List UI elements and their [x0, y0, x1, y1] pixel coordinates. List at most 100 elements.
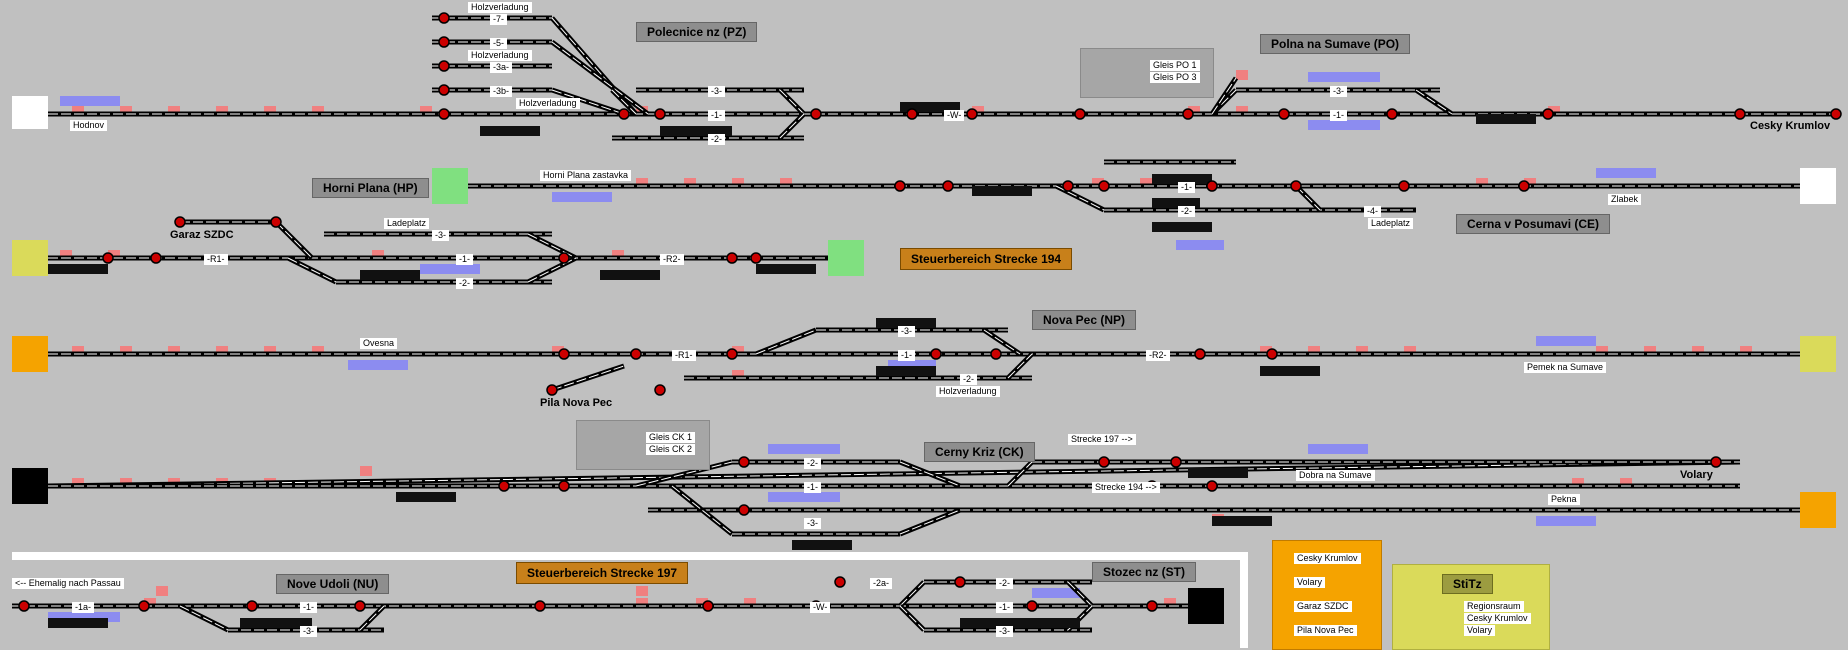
occupied-marker: [1644, 346, 1656, 356]
occupied-marker: [972, 106, 984, 116]
gleis-po-1[interactable]: Gleis PO 1: [1150, 60, 1200, 71]
label-strecke-197-arrow[interactable]: Strecke 197 -->: [1068, 434, 1136, 445]
town-garaz-szdc[interactable]: Garaz SZDC: [170, 229, 234, 241]
mark-np-r2: -R2-: [1146, 350, 1170, 361]
route-block: [1188, 468, 1248, 478]
signal-icon: [654, 384, 666, 396]
section-strecke-197: Steuerbereich Strecke 197: [516, 562, 689, 584]
occupied-marker: [264, 346, 276, 356]
track-segment: [551, 363, 625, 393]
track-segment-inner: [179, 605, 229, 631]
signal-icon: [738, 456, 750, 468]
endpoint-stozec-black[interactable]: [1188, 588, 1224, 624]
mark-st-w: -W-: [810, 602, 831, 613]
station-stozec[interactable]: Stozec nz (ST): [1092, 562, 1197, 582]
gleis-ck-1[interactable]: Gleis CK 1: [646, 432, 696, 443]
occupied-marker: [72, 346, 84, 356]
endpoint-horni-plana-green[interactable]: [432, 168, 468, 204]
platform: [1308, 120, 1380, 130]
signal-icon: [1194, 348, 1206, 360]
mark-nu-3: -3-: [300, 626, 317, 637]
panel-item-cesky-krumlov[interactable]: Cesky Krumlov: [1294, 553, 1361, 564]
occupied-marker: [636, 598, 648, 608]
occupied-marker: [744, 598, 756, 608]
signal-icon: [1710, 456, 1722, 468]
route-block: [360, 270, 420, 280]
occupied-marker: [72, 106, 84, 116]
occupied-marker: [360, 466, 372, 476]
label-ladeplatz-1: Ladeplatz: [384, 218, 430, 229]
endpoint-garaz-yellow[interactable]: [12, 240, 48, 276]
platform: [60, 96, 120, 106]
panel-item-garaz[interactable]: Garaz SZDC: [1294, 601, 1352, 612]
mark-hp-3: -3-: [432, 230, 449, 241]
occupied-marker: [1740, 346, 1752, 356]
signal-icon: [558, 252, 570, 264]
route-block: [1212, 516, 1272, 526]
mark-ce-2: -2-: [1178, 206, 1195, 217]
mark-ck-2: -2-: [804, 458, 821, 469]
signal-icon: [654, 108, 666, 120]
occupied-marker: [144, 598, 156, 608]
occupied-marker: [60, 250, 72, 260]
mark-np-2: -2-: [960, 374, 977, 385]
endpoint-cerny-black[interactable]: [12, 468, 48, 504]
gleis-ck-2[interactable]: Gleis CK 2: [646, 444, 696, 455]
route-block: [48, 618, 108, 628]
station-polecnice[interactable]: Polecnice nz (PZ): [636, 22, 758, 42]
mark-ce-4: -4-: [1364, 206, 1381, 217]
town-cesky-krumlov[interactable]: Cesky Krumlov: [1750, 120, 1831, 132]
stitz-item-cesky-krumlov[interactable]: Cesky Krumlov: [1464, 613, 1531, 624]
track-segment-inner: [1067, 581, 1093, 607]
occupied-marker: [72, 478, 84, 488]
label-strecke-194-arrow[interactable]: Strecke 194 -->: [1092, 482, 1160, 493]
signal-icon: [630, 348, 642, 360]
label-holzverladung-2: Holzverladung: [468, 50, 532, 61]
signal-icon: [1734, 108, 1746, 120]
signal-icon: [1146, 600, 1158, 612]
station-horni-plana[interactable]: Horni Plana (HP): [312, 178, 429, 198]
stitz-item-volary[interactable]: Volary: [1464, 625, 1496, 636]
signal-icon: [1398, 180, 1410, 192]
route-block: [756, 264, 816, 274]
panel-item-volary[interactable]: Volary: [1294, 577, 1326, 588]
mark-5: -5-: [490, 38, 507, 49]
signal-icon: [246, 600, 258, 612]
mark-hp-r1: -R1-: [204, 254, 228, 265]
station-polna[interactable]: Polna na Sumave (PO): [1260, 34, 1411, 54]
station-nove-udoli[interactable]: Nove Udoli (NU): [276, 574, 390, 594]
town-pila-nova-pec[interactable]: Pila Nova Pec: [540, 397, 613, 409]
stitz-item-regionsraum[interactable]: Regionsraum: [1464, 601, 1524, 612]
mark-st-1: -1-: [996, 602, 1013, 613]
occupied-marker: [684, 178, 696, 188]
endpoint-pemek-yellow[interactable]: [1800, 336, 1836, 372]
endpoint-pekna-orange[interactable]: [1800, 492, 1836, 528]
signal-icon: [942, 180, 954, 192]
occupied-marker: [168, 106, 180, 116]
occupied-marker: [1236, 70, 1248, 80]
endpoint-ovesna-orange[interactable]: [12, 336, 48, 372]
label-holzverladung-3: Holzverladung: [516, 98, 580, 109]
occupied-marker: [780, 178, 792, 188]
mark-pz-3: -3-: [708, 86, 725, 97]
endpoint-strecke194-green[interactable]: [828, 240, 864, 276]
gleis-po-3[interactable]: Gleis PO 3: [1150, 72, 1200, 83]
signal-icon: [1098, 180, 1110, 192]
signal-icon: [1290, 180, 1302, 192]
signal-icon: [738, 504, 750, 516]
track-segment-inner: [359, 605, 385, 631]
occupied-marker: [216, 106, 228, 116]
station-cerny-kriz[interactable]: Cerny Kriz (CK): [924, 442, 1035, 462]
panel-item-pila[interactable]: Pila Nova Pec: [1294, 625, 1357, 636]
endpoint-cesky-krumlov-top[interactable]: [1800, 168, 1836, 204]
route-block: [1152, 198, 1200, 208]
label-holzverladung-4: Holzverladung: [936, 386, 1000, 397]
town-volary[interactable]: Volary: [1680, 469, 1713, 481]
mark-nu-1: -1-: [300, 602, 317, 613]
station-cerna[interactable]: Cerna v Posumavi (CE): [1456, 214, 1611, 234]
platform: [1536, 336, 1596, 346]
mark-3b: -3b-: [490, 86, 513, 97]
station-nova-pec[interactable]: Nova Pec (NP): [1032, 310, 1137, 330]
signal-icon: [954, 576, 966, 588]
endpoint-hodnov[interactable]: [12, 96, 48, 129]
